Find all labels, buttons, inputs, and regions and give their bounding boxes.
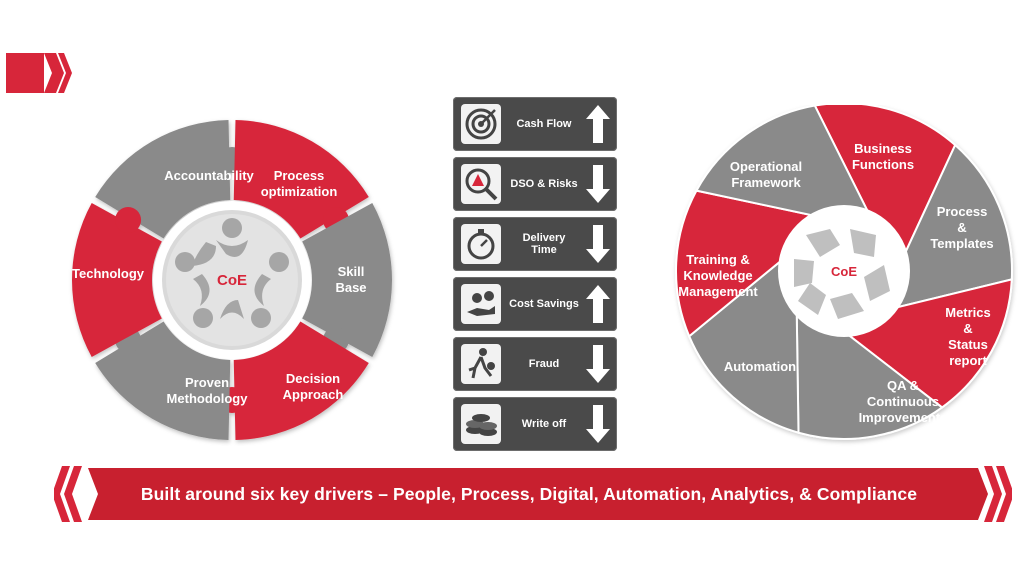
left-wheel-segment — [302, 203, 392, 357]
left-segment-label: Proven Methodology — [166, 375, 248, 406]
arrow-down-icon — [586, 345, 610, 383]
right-segment-label: Metrics & Status report — [945, 305, 991, 368]
right-segment-label: QA & Continuous Improvements — [858, 378, 948, 425]
left-segment-label: Skill Base — [335, 264, 367, 295]
hands-together-icon — [794, 229, 890, 319]
right-segment-label: Business Functions — [851, 141, 915, 172]
key-drivers-banner — [54, 466, 1012, 522]
right-segment-label: Automation — [723, 359, 797, 374]
right-coe-label: CoE — [831, 264, 857, 279]
right-segment-label: Training & Knowledge Management — [678, 252, 758, 299]
section-marker-chevron-icon — [6, 53, 72, 93]
arrow-up-icon — [586, 105, 610, 143]
team-circle-icon — [175, 218, 289, 328]
risk-magnifier-icon — [461, 164, 501, 204]
metric-row: Cost Savings — [453, 277, 617, 331]
arrow-up-icon — [586, 285, 610, 323]
metric-label: Write off — [521, 418, 567, 430]
puzzle-wheel-graphic: CoE — [72, 120, 392, 440]
left-wheel-segment — [72, 203, 162, 357]
left-segment-label: Decision Approach — [282, 371, 344, 402]
arrow-down-icon — [586, 225, 610, 263]
coins-icon — [461, 404, 501, 444]
left-wheel-segment — [233, 321, 369, 440]
target-icon — [461, 104, 501, 144]
left-coe-label: CoE — [217, 272, 247, 289]
left-segment-label: Accountability — [164, 168, 254, 183]
arrow-down-icon — [586, 405, 610, 443]
banner-right-chevron-icon — [984, 466, 1002, 522]
thief-icon — [461, 344, 501, 384]
metric-row: Delivery Time — [453, 217, 617, 271]
spiral-wheel-graphic: CoE — [675, 102, 1013, 440]
metric-label: Delivery Time — [522, 232, 566, 256]
banner-text: Built around six key drivers – People, P… — [140, 483, 918, 504]
metric-label: Cash Flow — [516, 118, 572, 130]
arrow-down-icon — [586, 165, 610, 203]
right-segment-label: Process & Templates — [930, 204, 994, 251]
metric-row: DSO & Risks — [453, 157, 617, 211]
metric-row: Fraud — [453, 337, 617, 391]
right-segment-label: Operational Framework — [729, 159, 803, 190]
metric-label: Cost Savings — [509, 298, 579, 310]
metric-label: Fraud — [528, 358, 560, 370]
metric-row: Write off — [453, 397, 617, 451]
money-hand-icon — [461, 284, 501, 324]
puzzle-knob — [115, 207, 142, 233]
left-segment-label: Technology — [72, 266, 144, 281]
metric-label: DSO & Risks — [510, 178, 578, 190]
stopwatch-icon — [461, 224, 501, 264]
banner-left-chevron-icon — [54, 466, 70, 522]
left-segment-label: Process optimization — [260, 168, 338, 199]
metric-row: Cash Flow — [453, 97, 617, 151]
